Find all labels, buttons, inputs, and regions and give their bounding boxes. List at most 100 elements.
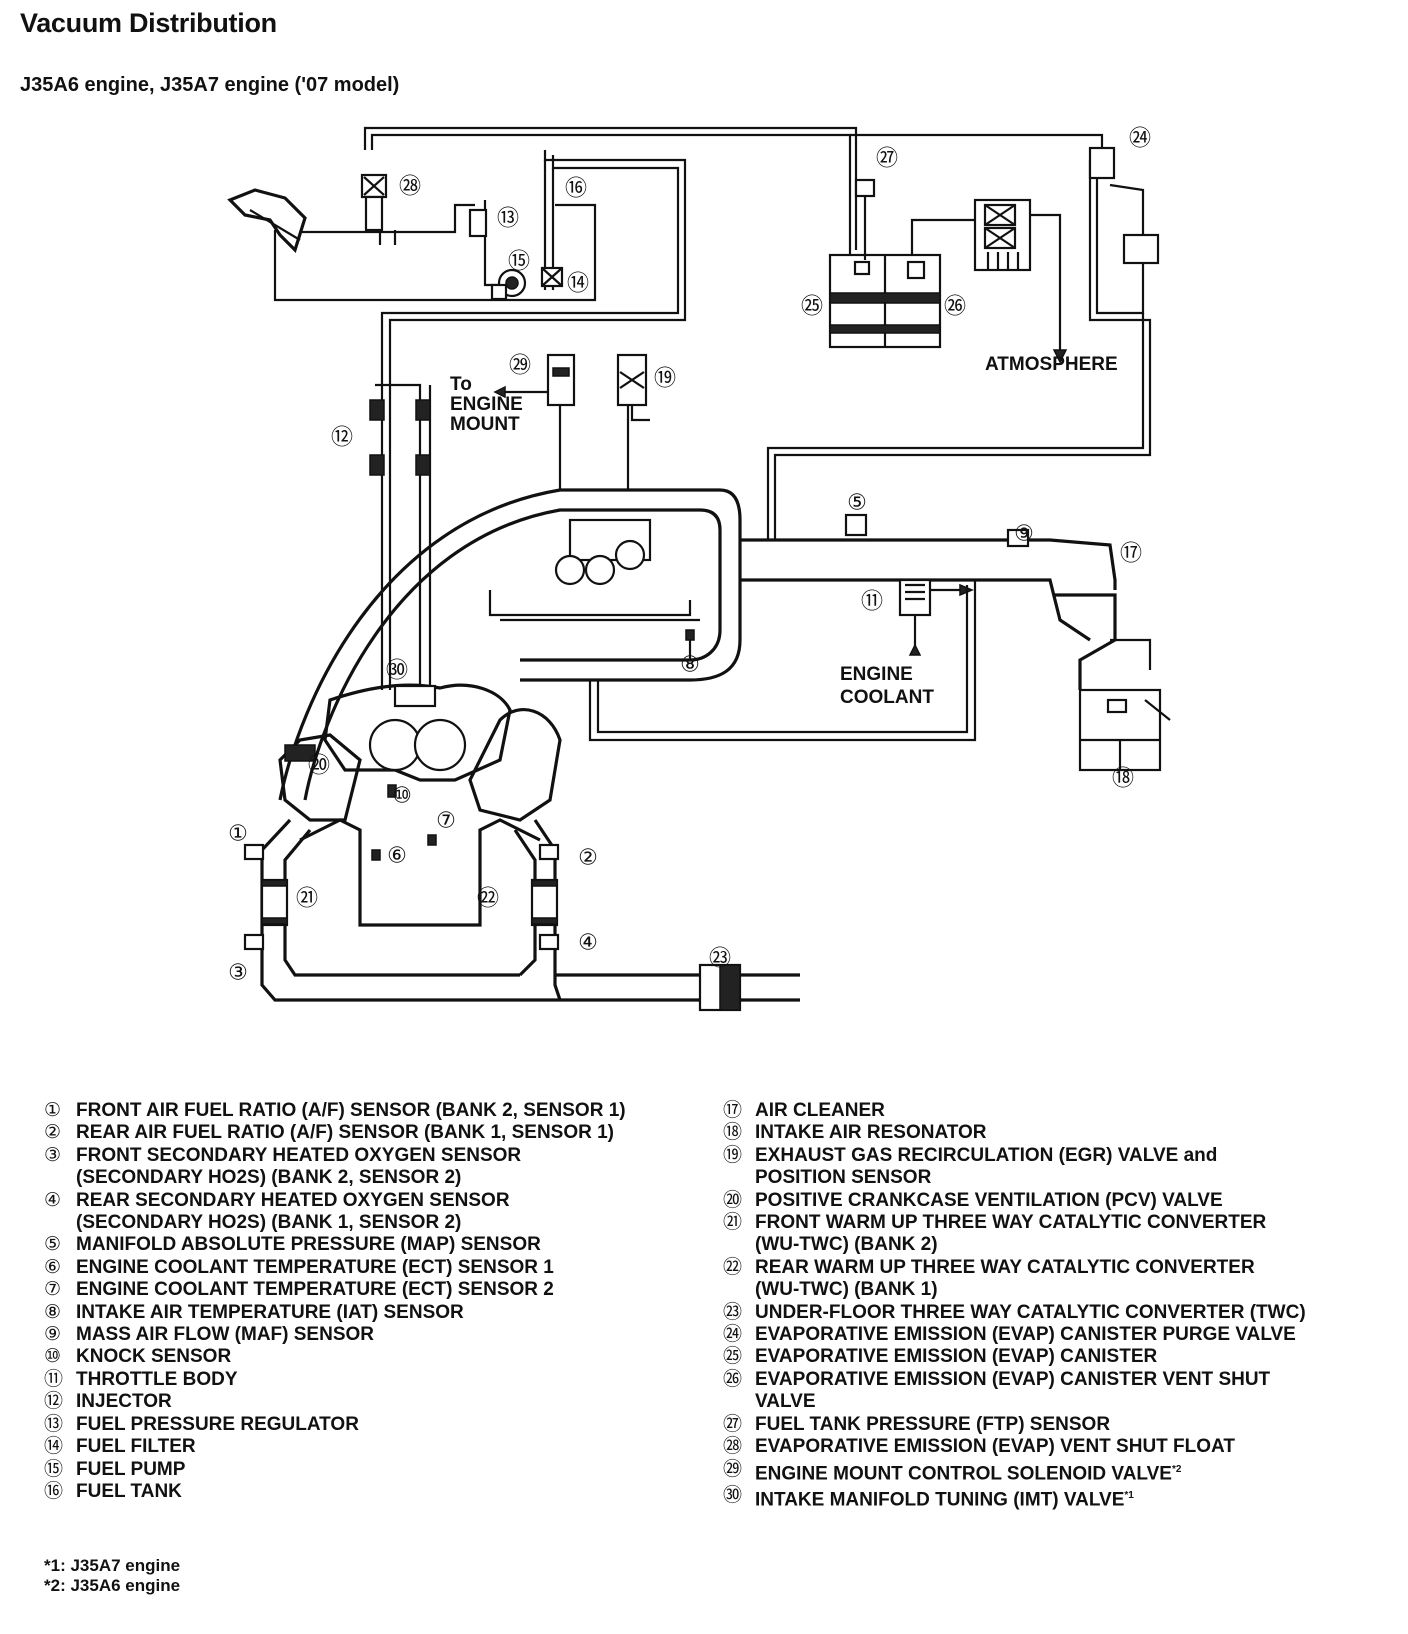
callout-16: ⑯	[565, 176, 587, 201]
legend-text: EVAPORATIVE EMISSION (EVAP) CANISTER	[755, 1346, 1158, 1368]
svg-text:㉓: ㉓	[709, 946, 731, 971]
legend-item: ㉕ EVAPORATIVE EMISSION (EVAP) CANISTER	[723, 1346, 1403, 1368]
callout-28: ㉘	[399, 174, 421, 199]
callout-1: ①	[228, 821, 248, 846]
legend-item: ⑤ MANIFOLD ABSOLUTE PRESSURE (MAP) SENSOR	[44, 1234, 724, 1256]
evap-canisters	[828, 146, 1160, 349]
svg-text:⑪: ⑪	[861, 589, 883, 614]
svg-text:⑫: ⑫	[331, 425, 353, 450]
legend-text: POSITIVE CRANKCASE VENTILATION (PCV) VAL…	[755, 1189, 1223, 1211]
legend-number: ㉕	[723, 1346, 743, 1368]
fuel-system	[227, 173, 564, 301]
callout-6: ⑥	[387, 843, 407, 868]
legend-text: KNOCK SENSOR	[76, 1346, 232, 1368]
svg-text:㉘: ㉘	[399, 174, 421, 199]
legend-text: ENGINE COOLANT TEMPERATURE (ECT) SENSOR …	[76, 1279, 554, 1301]
callout-3: ③	[228, 960, 248, 985]
callout-17: ⑰	[1120, 541, 1142, 566]
callout-27: ㉗	[876, 146, 898, 171]
injectors	[369, 380, 432, 690]
svg-text:㉙: ㉙	[509, 353, 531, 378]
footnote-1: *1: J35A7 engine	[44, 1556, 181, 1575]
legend-text: EVAPORATIVE EMISSION (EVAP) VENT SHUT FL…	[755, 1436, 1235, 1458]
legend-number: ⑬	[44, 1413, 64, 1435]
callout-2: ②	[578, 845, 598, 870]
legend-item: ⑧ INTAKE AIR TEMPERATURE (IAT) SENSOR	[44, 1302, 724, 1324]
legend-number: ⑫	[44, 1391, 64, 1413]
callout-19: ⑲	[654, 366, 676, 391]
svg-text:⑭: ⑭	[567, 271, 589, 296]
callout-18: ⑱	[1112, 766, 1134, 791]
callout-20: ⑳	[308, 753, 330, 778]
footnote-2: *2: J35A6 engine	[44, 1576, 181, 1595]
callout-24: ㉔	[1129, 126, 1151, 151]
legend-number: ㉙	[723, 1458, 743, 1480]
svg-text:⑱: ⑱	[1112, 766, 1134, 791]
callout-9: ⑨	[1014, 521, 1034, 546]
legend-number: ㉒	[723, 1256, 743, 1278]
legend-number: ⑳	[723, 1189, 743, 1211]
callout-14: ⑭	[567, 271, 589, 296]
legend-text: FUEL FILTER	[76, 1436, 196, 1458]
legend-text: INTAKE AIR TEMPERATURE (IAT) SENSOR	[76, 1301, 464, 1323]
legend-number: ⑧	[44, 1301, 62, 1323]
legend-footnote-mark: *1	[1124, 1490, 1134, 1502]
legend-number: ⑰	[723, 1100, 743, 1121]
legend-number: ⑨	[44, 1324, 62, 1346]
callout-26: ㉖	[944, 294, 966, 319]
callout-13: ⑬	[497, 206, 519, 231]
legend-text: INTAKE AIR RESONATOR	[755, 1122, 987, 1144]
to-engine-mount-label-2: ENGINE	[450, 394, 523, 415]
svg-text:⑥: ⑥	[387, 843, 407, 868]
legend-item: ⑫ INJECTOR	[44, 1391, 724, 1413]
to-engine-mount-label-1: To	[450, 374, 472, 395]
atmosphere-arrow	[1052, 345, 1068, 364]
legend-text: UNDER-FLOOR THREE WAY CATALYTIC CONVERTE…	[755, 1301, 1306, 1323]
callout-11: ⑪	[861, 589, 883, 614]
legend-text: AIR CLEANER	[755, 1100, 885, 1121]
legend-number: ㉓	[723, 1301, 743, 1323]
legend-number: ㉚	[723, 1485, 743, 1507]
legend-number: ⑤	[44, 1234, 62, 1256]
legend-text: FUEL TANK	[76, 1480, 182, 1502]
page-subtitle: J35A6 engine, J35A7 engine ('07 model)	[20, 74, 400, 96]
legend-text: REAR SECONDARY HEATED OXYGEN SENSOR (SEC…	[76, 1189, 510, 1234]
legend-text: REAR WARM UP THREE WAY CATALYTIC CONVERT…	[755, 1256, 1255, 1301]
page-title: Vacuum Distribution	[20, 8, 277, 38]
callout-21: ㉑	[296, 886, 318, 911]
callout-8: ⑧	[680, 652, 700, 677]
callout-4: ④	[578, 930, 598, 955]
legend-text: REAR AIR FUEL RATIO (A/F) SENSOR (BANK 1…	[76, 1122, 615, 1144]
svg-text:⑩: ⑩	[392, 783, 412, 808]
legend-number: ㉔	[723, 1324, 743, 1346]
egr-and-mount-valves	[493, 353, 650, 490]
legend-number: ②	[44, 1122, 62, 1144]
svg-text:⑰: ⑰	[1120, 541, 1142, 566]
callout-12: ⑫	[331, 425, 353, 450]
svg-text:㉗: ㉗	[876, 146, 898, 171]
engine-block	[278, 683, 562, 927]
callout-25: ㉕	[801, 294, 823, 319]
legend-item: ② REAR AIR FUEL RATIO (A/F) SENSOR (BANK …	[44, 1122, 724, 1144]
legend-item: ㉒ REAR WARM UP THREE WAY CATALYTIC CONVER…	[723, 1257, 1403, 1302]
svg-text:③: ③	[228, 960, 248, 985]
callout-30: ㉚	[386, 658, 408, 683]
legend-number: ⑭	[44, 1436, 64, 1458]
legend-text: FUEL TANK PRESSURE (FTP) SENSOR	[755, 1413, 1111, 1435]
svg-text:㉒: ㉒	[477, 886, 499, 911]
legend-text: INJECTOR	[76, 1391, 172, 1413]
callout-10: ⑩	[392, 783, 412, 808]
vacuum-distribution-diagram: To ENGINE MOUNT ATMOSPHERE ENGINE COOLAN…	[227, 126, 1171, 1012]
legend-text: MANIFOLD ABSOLUTE PRESSURE (MAP) SENSOR	[76, 1234, 541, 1256]
